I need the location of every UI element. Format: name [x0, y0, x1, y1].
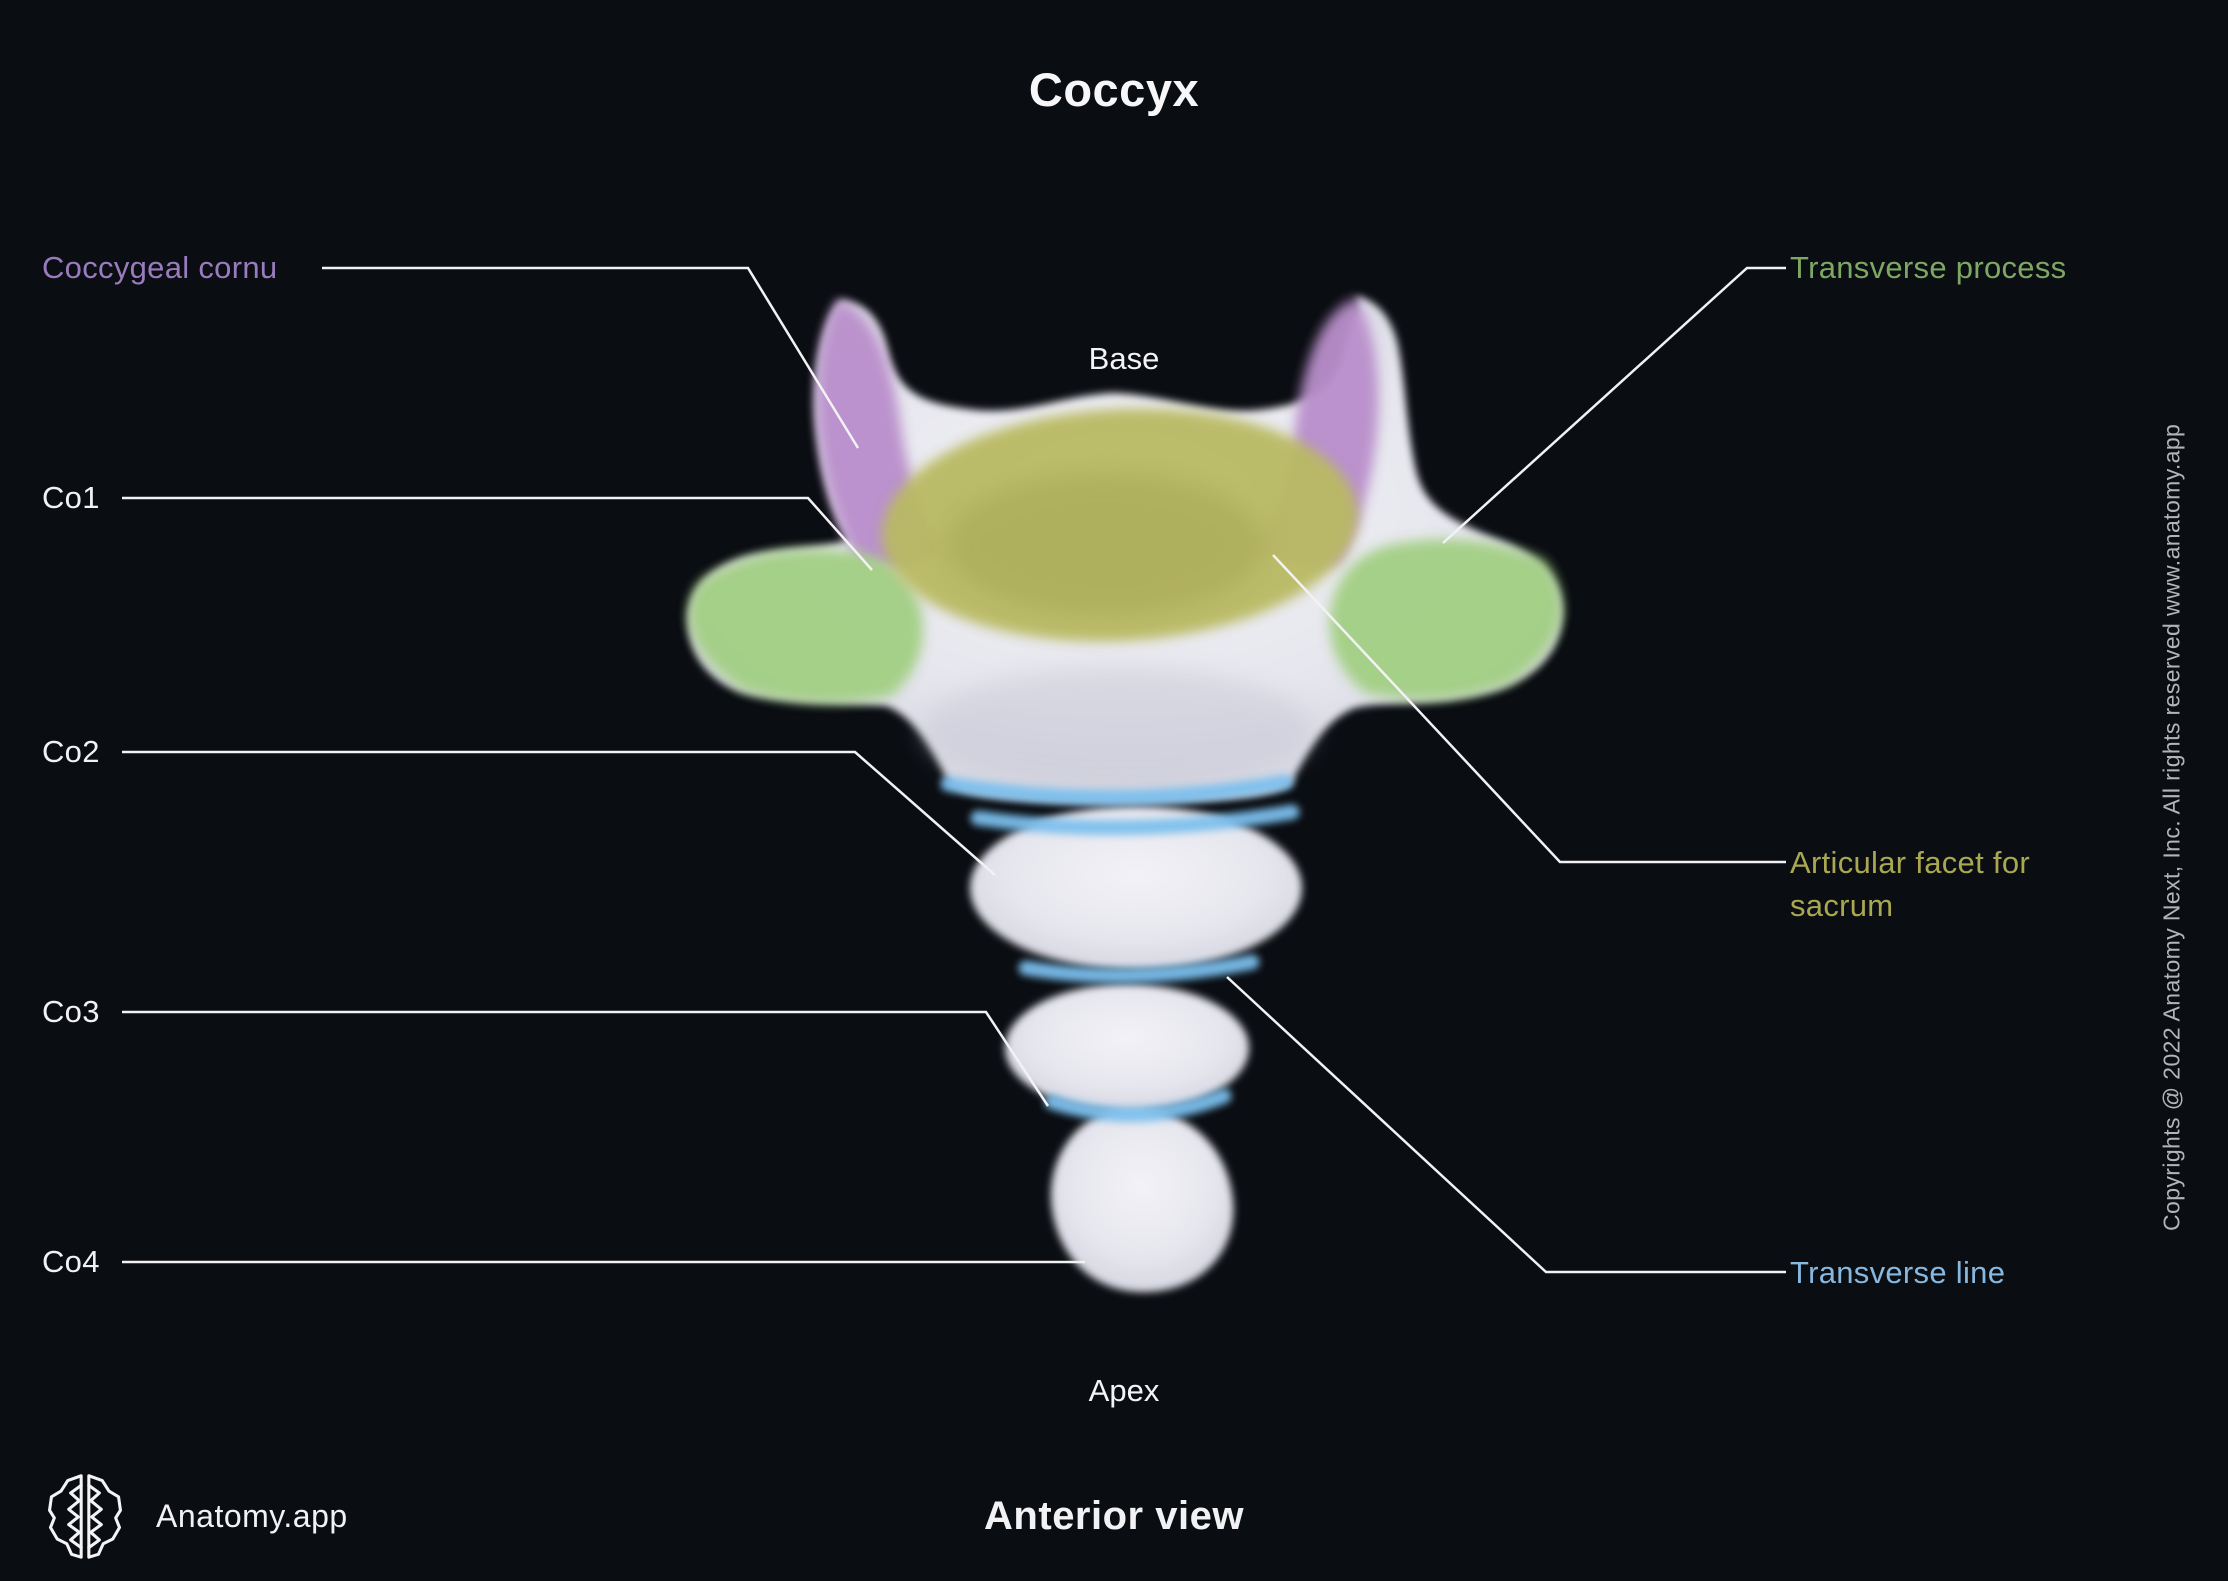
- label-articular-facet: Articular facet for sacrum: [1790, 845, 2031, 924]
- leader-articular-facet: [1272, 554, 1786, 864]
- brand-name: Anatomy.app: [156, 1497, 348, 1534]
- leader-transverse-process: [1442, 266, 1786, 544]
- bone-co2-segment: [970, 806, 1302, 970]
- page-title: Coccyx: [1028, 63, 1200, 116]
- label-base: Base: [1088, 341, 1160, 376]
- bone-shading: [923, 668, 1313, 792]
- anatomy-app-brain-logo-icon: [48, 1474, 122, 1559]
- leader-co1: [122, 496, 873, 571]
- leader-co3: [122, 1010, 1050, 1107]
- label-co3: Co3: [42, 994, 100, 1029]
- label-transverse-process: Transverse process: [1790, 250, 2067, 285]
- label-co1: Co1: [42, 480, 100, 515]
- leader-lines: [122, 266, 1786, 1274]
- label-co4: Co4: [42, 1244, 100, 1279]
- brand-block: Anatomy.app: [42, 1470, 348, 1562]
- view-label: Anterior view: [984, 1494, 1244, 1538]
- transverse-line-region: [940, 774, 1300, 1123]
- bone-co3-segment: [1005, 984, 1249, 1112]
- leader-co2: [122, 750, 996, 876]
- copyright-text: Copyrights @ 2022 Anatomy Next, Inc. All…: [2158, 423, 2185, 1231]
- articular-facet-region: [882, 408, 1358, 642]
- label-transverse-line: Transverse line: [1790, 1255, 2006, 1290]
- label-coccygeal-cornu: Coccygeal cornu: [42, 250, 278, 285]
- label-co2: Co2: [42, 734, 100, 769]
- leader-transverse-line: [1226, 976, 1786, 1274]
- label-apex: Apex: [1088, 1373, 1160, 1408]
- transverse-process-region: [688, 539, 1562, 703]
- bone-co4-apex-segment: [1050, 1107, 1234, 1293]
- leader-coccygeal-cornu: [322, 266, 860, 449]
